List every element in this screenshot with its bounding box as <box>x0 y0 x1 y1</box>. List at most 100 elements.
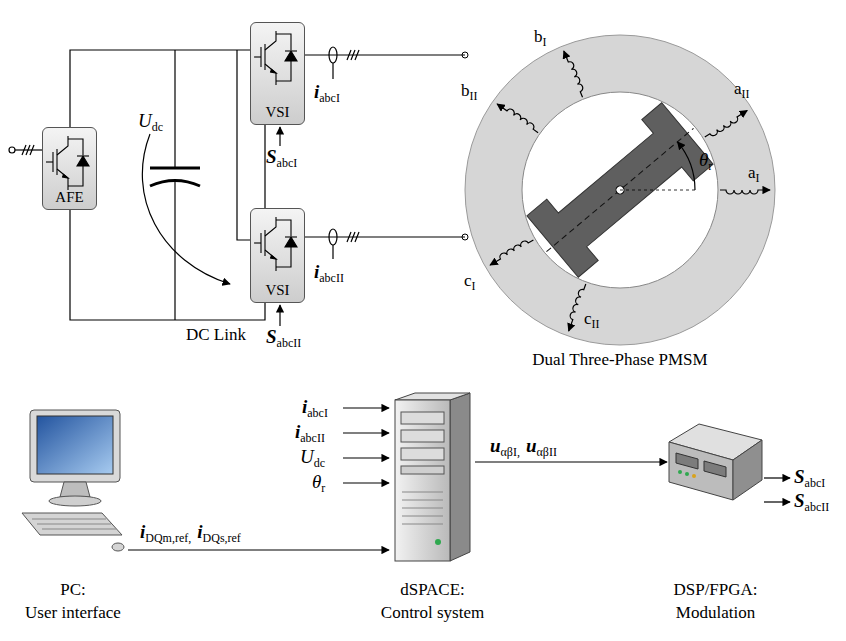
path-stroke <box>32 519 116 529</box>
line-stroke <box>285 236 297 237</box>
signal-label: cI <box>464 272 476 293</box>
circle-stroke <box>692 474 696 478</box>
polyline-stroke <box>265 64 276 85</box>
signal-label: SabcII <box>266 327 301 350</box>
subscript-text: abcII <box>300 431 325 445</box>
caption-line: Dual Three-Phase PMSM <box>532 348 707 371</box>
polyline-stroke <box>237 50 250 240</box>
caption: Dual Three-Phase PMSM <box>532 348 707 371</box>
signal-label: bII <box>461 82 478 103</box>
g-stroke <box>720 190 770 194</box>
caption-line: Modulation <box>673 601 757 624</box>
symbol-text: i <box>140 521 145 542</box>
caption-line: User interface <box>25 601 121 624</box>
rect-stroke <box>30 410 120 482</box>
path-stroke <box>22 513 122 535</box>
signal-label: DC Link <box>186 326 246 345</box>
subscript-text: DQm,ref, <box>145 531 191 545</box>
circle-stroke <box>678 470 682 474</box>
polyline-stroke <box>265 31 276 50</box>
signal-label: aI <box>748 164 760 185</box>
subscript-text: I <box>756 171 760 185</box>
polyline-stroke <box>265 250 276 271</box>
subscript-text: I <box>472 279 476 293</box>
symbol-text: a <box>748 163 756 182</box>
pc-icon <box>18 405 128 555</box>
line-stroke <box>22 145 26 155</box>
line-stroke <box>56 149 57 175</box>
subscript-text: αβI, <box>501 445 520 459</box>
symbol-text: c <box>464 271 472 290</box>
subscript-text: r <box>708 159 712 173</box>
path-stroke <box>142 134 230 284</box>
line-stroke <box>77 155 89 156</box>
subscript-text: I <box>543 35 547 49</box>
dspace-node: dSPACE:Control system <box>390 392 475 562</box>
signal-label: cII <box>584 310 600 331</box>
signal-label: iabcII <box>295 422 325 445</box>
server-icon <box>390 392 475 562</box>
circle-stroke <box>685 472 689 476</box>
path-stroke <box>678 142 696 190</box>
ellipse-stroke <box>49 496 101 506</box>
line-stroke <box>254 56 261 57</box>
caption: DSP/FPGA:Modulation <box>673 578 757 624</box>
igbt-symbol <box>250 211 305 275</box>
phase-winding <box>488 237 533 265</box>
line-stroke <box>150 167 200 170</box>
subscript-text: dc <box>314 456 325 470</box>
subscript-text: abcI <box>307 406 328 420</box>
rect-stroke <box>401 466 444 474</box>
polyline-stroke <box>276 34 291 50</box>
polyline-stroke <box>57 136 68 155</box>
igbt-symbol <box>250 25 305 89</box>
polyline-stroke <box>70 125 265 320</box>
path-stroke <box>285 51 297 61</box>
path-stroke <box>669 442 733 500</box>
rect-stroke <box>401 412 444 424</box>
line-stroke <box>174 50 175 168</box>
subscript-text: αβII <box>537 445 557 459</box>
symbol-text: c <box>584 309 592 328</box>
line-stroke <box>279 305 280 326</box>
signal-arrow <box>475 461 667 462</box>
caption: dSPACE:Control system <box>381 578 484 624</box>
path-stroke <box>77 156 89 166</box>
symbol-text: U <box>138 110 152 131</box>
signal-label: SabcII <box>794 491 829 514</box>
subscript-text: II <box>592 317 600 331</box>
symbol-text: u <box>490 435 501 456</box>
subscript-text: abcI <box>805 476 826 490</box>
rect-stroke <box>395 400 450 561</box>
symbol-text: S <box>794 490 805 511</box>
symbol-text: i <box>302 396 307 417</box>
subscript-text: abcI <box>277 156 298 170</box>
g-stroke <box>497 101 540 133</box>
signal-label: iDQm,ref,iDQs,ref <box>140 522 241 545</box>
rectifier-box: AFE <box>42 127 97 210</box>
motor-node: Dual Three-Phase PMSM <box>465 35 775 345</box>
circle-stroke <box>9 147 15 153</box>
line-stroke <box>764 501 790 502</box>
g-stroke <box>564 49 586 97</box>
g-stroke <box>254 31 297 85</box>
path-stroke <box>733 440 762 500</box>
subscript-text: dc <box>152 120 163 134</box>
igbt-symbol <box>42 130 97 194</box>
path-stroke <box>527 103 713 277</box>
subscript-text: abcII <box>277 336 302 350</box>
symbol-text: θ <box>699 149 708 170</box>
phase-cable <box>305 54 465 55</box>
subscript-text: II <box>470 89 478 103</box>
line-stroke <box>26 145 30 155</box>
phase-winding <box>705 111 750 141</box>
circle-stroke <box>465 35 775 345</box>
symbol-text: θ <box>312 471 321 492</box>
symbol-text: i <box>295 421 300 442</box>
path-stroke <box>62 174 68 178</box>
path-stroke <box>450 393 470 561</box>
signal-label: iabcI <box>314 82 340 105</box>
g-stroke <box>46 136 89 190</box>
subscript-text: abcII <box>319 271 344 285</box>
symbol-text: DC Link <box>186 325 246 344</box>
